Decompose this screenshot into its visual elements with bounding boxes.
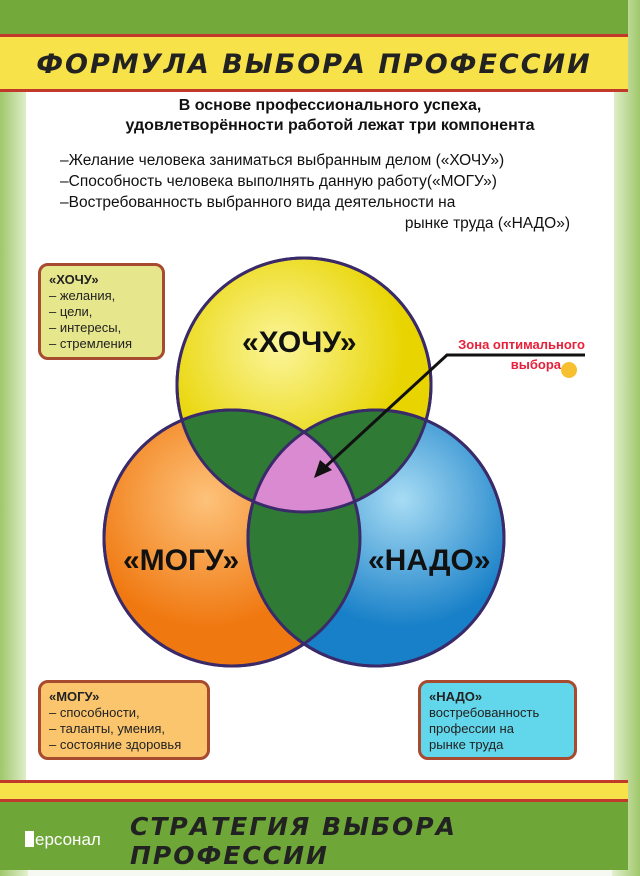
box-item: рынке труда [429, 737, 504, 752]
box-item: востребованность [429, 705, 540, 720]
box-title: «НАДО» [429, 689, 483, 704]
header-band: ФОРМУЛА ВЫБОРА ПРОФЕССИИ [0, 34, 628, 92]
heading-line: В основе профессионального успеха, [178, 97, 482, 114]
zone-label: Зона оптимального выбора [430, 337, 585, 372]
footer-title: СТРАТЕГИЯ ВЫБОРА ПРОФЕССИИ [130, 812, 457, 870]
pointer-arrow [320, 353, 585, 472]
list-item: –Желание человека заниматься выбранным д… [60, 152, 505, 169]
box-item: – желания, [49, 288, 116, 303]
box-item: – состояние здоровья [49, 737, 182, 752]
footer: ерсонал СТРАТЕГИЯ ВЫБОРА ПРОФЕССИИ [0, 802, 628, 870]
top-green-band [0, 0, 628, 36]
need-label: «НАДО» [368, 544, 491, 577]
box-item: – способности, [49, 705, 140, 720]
logo-text: ерсонал [35, 830, 101, 849]
box-item: – таланты, умения, [49, 721, 166, 736]
want-box: «ХОЧУ» – желания, – цели, – интересы, – … [38, 263, 165, 360]
publisher-logo: ерсонал [25, 830, 101, 850]
box-item: – стремления [49, 336, 132, 351]
box-item: – цели, [49, 304, 93, 319]
right-border [612, 0, 640, 876]
zone-line: Зона оптимального [458, 337, 585, 352]
box-title: «МОГУ» [49, 689, 100, 704]
want-label: «ХОЧУ» [242, 326, 357, 359]
box-item: – интересы, [49, 320, 122, 335]
list-item-cont: рынке труда («НАДО») [404, 215, 570, 232]
list-item: –Востребованность выбранного вида деятел… [60, 194, 456, 211]
need-box: «НАДО» востребованность профессии на рын… [418, 680, 577, 760]
page-title: ФОРМУЛА ВЫБОРА ПРОФЕССИИ [36, 49, 592, 80]
can-box: «МОГУ» – способности, – таланты, умения,… [38, 680, 210, 760]
box-item: профессии на [429, 721, 514, 736]
optimal-zone [248, 410, 360, 512]
smiley-icon [561, 362, 577, 378]
can-label: «МОГУ» [123, 544, 240, 577]
arrowhead [314, 460, 332, 478]
left-border [0, 0, 28, 876]
footer-band [0, 780, 628, 802]
zone-line: выбора [510, 357, 561, 372]
list-item: –Способность человека выполнять данную р… [60, 173, 497, 190]
box-title: «ХОЧУ» [49, 272, 99, 287]
intro-heading: В основе профессионального успеха, удовле… [60, 96, 600, 136]
component-list: –Желание человека заниматься выбранным д… [60, 150, 570, 234]
heading-line: удовлетворённости работой лежат три комп… [125, 117, 535, 134]
